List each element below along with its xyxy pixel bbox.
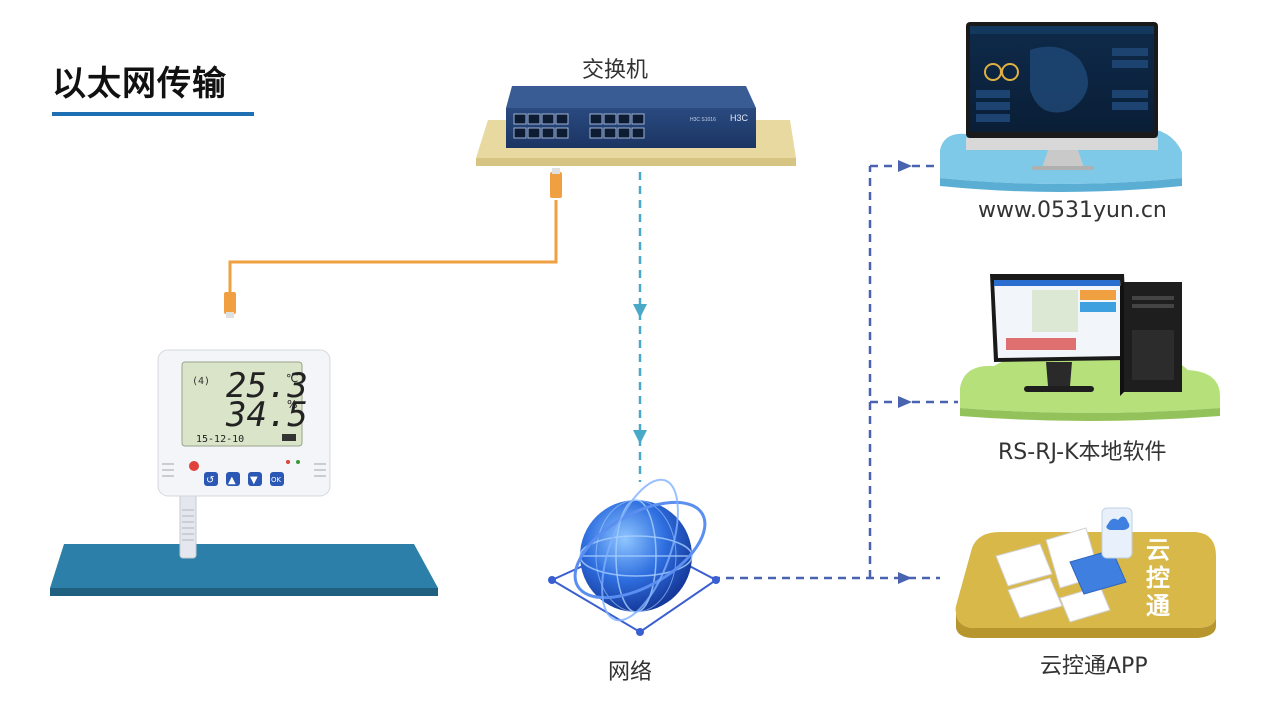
phone-screens	[995, 507, 1133, 623]
battery-icon	[282, 434, 296, 441]
lcd-hum-unit: %	[287, 398, 297, 411]
lcd-temperature: 25.3	[226, 366, 308, 406]
arrow-down-icon	[633, 304, 647, 318]
svg-text:云: 云	[1146, 536, 1170, 564]
svg-text:通: 通	[1146, 592, 1170, 620]
switch-to-network-link	[633, 172, 647, 482]
web-platform-label: www.0531yun.cn	[978, 198, 1167, 223]
network-globe-icon	[548, 478, 720, 636]
device-button: ▼	[248, 472, 262, 486]
cable-plug-top	[550, 172, 562, 198]
arrow-right-icon	[898, 572, 912, 584]
device-button: ▲	[226, 472, 240, 486]
monitor-stand	[1042, 150, 1084, 168]
title-underline	[52, 112, 254, 116]
device-platform	[50, 544, 438, 596]
lcd-screen	[181, 361, 303, 447]
network-switch: H3C H3C S1016	[476, 86, 796, 166]
arrow-down-icon	[633, 430, 647, 444]
device-button: ↺	[204, 472, 218, 486]
logo-icon	[189, 461, 199, 471]
arrow-right-icon	[898, 160, 912, 172]
lcd-channel: (4)	[192, 376, 210, 387]
temperature-humidity-sensor: (4) 25.3 ℃ 34.5 % 15-12-10 ↺ ▲ ▼ OK	[157, 349, 331, 559]
lcd-date: 15-12-10	[196, 434, 244, 445]
svg-text:↺: ↺	[206, 475, 214, 486]
page-title: 以太网传输	[52, 64, 227, 104]
sensor-probe	[179, 487, 197, 559]
app-badge: 云 控 通	[1146, 536, 1170, 620]
web-platform-node	[940, 22, 1182, 192]
switch-label: 交换机	[582, 58, 649, 83]
switch-brand: H3C	[730, 113, 749, 123]
map-area	[1032, 290, 1078, 332]
local-software-node	[960, 274, 1220, 421]
network-to-targets-links	[712, 164, 958, 580]
switch-ports	[513, 113, 645, 139]
local-software-label: RS-RJ-K本地软件	[998, 440, 1167, 465]
svg-text:OK: OK	[271, 476, 282, 484]
cable-plug-bottom	[224, 292, 236, 314]
network-label: 网络	[608, 660, 653, 685]
arrow-right-icon	[898, 396, 912, 408]
app-label: 云控通APP	[1040, 654, 1148, 679]
app-node: 云 控 通	[955, 507, 1216, 638]
svg-text:控: 控	[1146, 564, 1170, 592]
lcd-humidity: 34.5	[225, 395, 308, 435]
svg-text:▲: ▲	[228, 475, 236, 486]
monitor-stand	[1046, 362, 1072, 386]
svg-text:▼: ▼	[250, 475, 258, 486]
switch-model: H3C S1016	[690, 117, 716, 123]
ethernet-cable	[224, 168, 562, 318]
lcd-temp-unit: ℃	[286, 372, 298, 385]
device-button: OK	[270, 472, 284, 486]
